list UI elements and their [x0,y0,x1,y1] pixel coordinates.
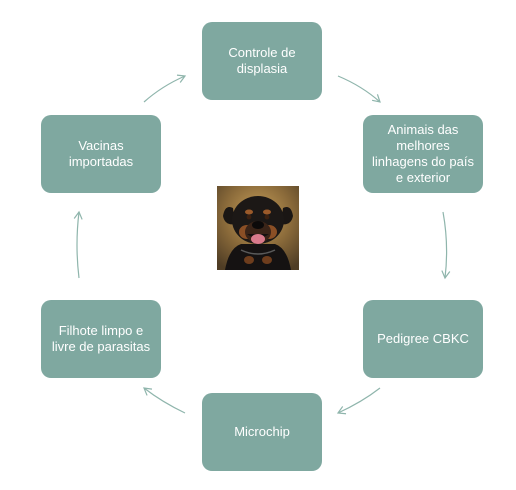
arrow-right-top-to-right-bottom [441,211,451,280]
cycle-node-label: Animais das melhores linhagens do país e… [372,122,474,185]
arrow-left-top-to-top [143,74,187,103]
arrow-left-bottom-to-left-top [73,210,83,279]
arrow-bottom-to-left-bottom [143,387,186,414]
cycle-node-label: Vacinas importadas [68,138,134,169]
rottweiler-photo [217,186,299,270]
arrow-top-to-right-top [337,75,381,103]
cycle-node-microchip: Microchip [202,393,322,471]
cycle-node-label: Filhote limpo e livre de parasitas [51,323,151,354]
cycle-node-linhagens: Animais das melhores linhagens do país e… [363,115,483,193]
cycle-node-displasia: Controle de displasia [202,22,322,100]
cycle-node-label: Microchip [234,424,290,439]
cycle-node-filhote: Filhote limpo e livre de parasitas [41,300,161,378]
cycle-node-label: Controle de displasia [228,45,296,76]
arrow-right-bottom-to-bottom [336,387,381,415]
cycle-node-label: Pedigree CBKC [377,331,469,346]
cycle-node-pedigree: Pedigree CBKC [363,300,483,378]
cycle-node-vacinas: Vacinas importadas [41,115,161,193]
